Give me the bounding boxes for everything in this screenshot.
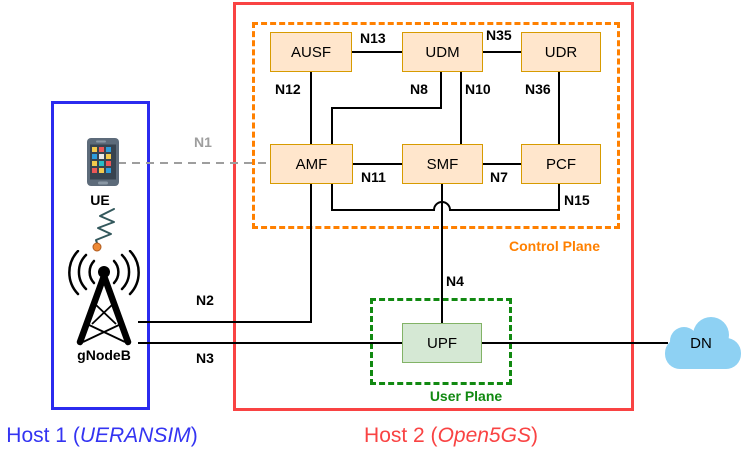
dn-cloud-icon — [665, 317, 741, 369]
udr-node: UDR — [521, 32, 601, 72]
dn-label: DN — [690, 335, 712, 352]
host1-caption-suffix: ) — [190, 424, 198, 447]
gnodeb-label: gNodeB — [77, 347, 131, 363]
wireless-link-icon — [92, 208, 115, 252]
host2-caption: Host 2 (Open5GS) — [349, 424, 553, 448]
n36-label: N36 — [525, 81, 551, 97]
n8-label: N8 — [410, 81, 428, 97]
amf-node: AMF — [270, 144, 353, 184]
host2-caption-prefix: Host 2 ( — [364, 424, 438, 447]
n12-label: N12 — [275, 81, 301, 97]
n7-label: N7 — [490, 169, 508, 185]
ue-phone-icon — [87, 138, 119, 186]
n11-label: N11 — [361, 169, 386, 185]
user-plane-title: User Plane — [429, 388, 503, 404]
n35-label: N35 — [486, 27, 512, 43]
gnodeb-tower-icon — [68, 250, 140, 346]
control-plane-title: Control Plane — [508, 238, 600, 254]
upf-node: UPF — [402, 323, 482, 363]
pcf-label: PCF — [546, 155, 576, 173]
host1-caption: Host 1 (UERANSIM) — [0, 424, 204, 448]
host1-caption-name: UERANSIM — [79, 424, 191, 447]
n13-label: N13 — [360, 30, 386, 46]
ausf-node: AUSF — [270, 32, 352, 72]
n2-label: N2 — [196, 292, 214, 308]
ue-label: UE — [90, 192, 110, 208]
n4-label: N4 — [446, 273, 464, 289]
n1-label: N1 — [194, 134, 212, 150]
ausf-label: AUSF — [290, 43, 331, 61]
amf-label: AMF — [295, 155, 328, 173]
n15-label: N15 — [564, 192, 590, 208]
host1-caption-prefix: Host 1 ( — [6, 424, 80, 447]
pcf-node: PCF — [521, 144, 601, 184]
upf-label: UPF — [427, 334, 457, 352]
control-plane-box — [252, 22, 620, 229]
smf-label: SMF — [426, 155, 459, 173]
n3-label: N3 — [196, 350, 214, 366]
n10-label: N10 — [465, 81, 491, 97]
smf-node: SMF — [402, 144, 483, 184]
host2-caption-suffix: ) — [530, 424, 538, 447]
udm-node: UDM — [402, 32, 483, 72]
udm-label: UDM — [425, 43, 460, 61]
host2-caption-name: Open5GS — [437, 424, 531, 447]
udr-label: UDR — [544, 43, 578, 61]
